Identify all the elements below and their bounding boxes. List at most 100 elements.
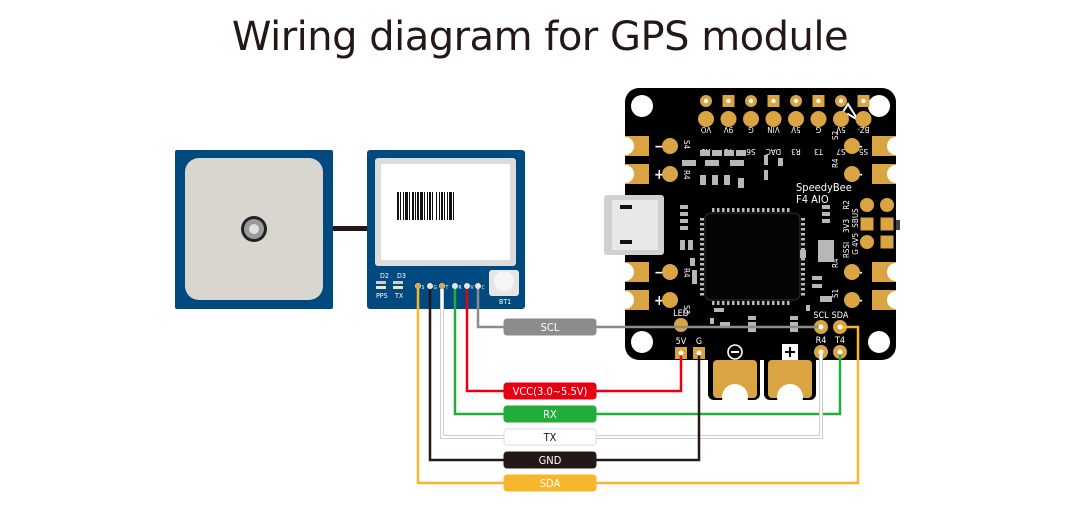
header-pad[interactable] (860, 217, 874, 231)
gps-pin-label: V (471, 285, 475, 291)
pad-led[interactable] (674, 318, 688, 332)
wire-label-box (503, 474, 597, 492)
top-pad[interactable] (833, 111, 849, 127)
top-pad-label: DAC (766, 147, 781, 156)
pad-label: 5V (676, 337, 687, 347)
brand-label: SpeedyBee (796, 181, 852, 194)
gps-pin-label: S (422, 285, 425, 291)
led-d2-label: D2 (380, 272, 389, 280)
pad-label: T4 (834, 336, 845, 346)
top-pad-label: 9V (724, 125, 734, 134)
smd-component (680, 205, 688, 209)
smd-component (712, 175, 718, 185)
signal-pad[interactable] (662, 264, 678, 280)
left-pad-label: S4 (682, 140, 691, 150)
top-pad[interactable] (810, 111, 827, 127)
signal-pad[interactable] (844, 264, 860, 280)
signal-pad[interactable] (662, 138, 678, 154)
right-pad-label: S1 (831, 289, 840, 298)
header-pad[interactable] (880, 217, 894, 231)
wire-label-box (503, 405, 597, 423)
gps-pin-G[interactable] (426, 282, 434, 290)
left-pad-label: R4 (682, 268, 691, 278)
top-pad-label: S5 (859, 147, 868, 156)
wire-label-box (503, 451, 597, 469)
wire-label: SCL (541, 321, 560, 334)
header-pad[interactable] (860, 235, 874, 249)
smd-component (822, 219, 830, 223)
smd-component (720, 322, 730, 326)
led-d2 (376, 281, 386, 284)
smd-component (724, 175, 730, 185)
smd-component (680, 226, 688, 230)
wire-tx (441, 289, 822, 438)
top-pad[interactable] (765, 111, 782, 127)
pad-label: SDA (832, 311, 849, 321)
top-pad-label: 5V (836, 125, 846, 134)
motor-polarity: + (654, 293, 665, 309)
smd-component (730, 160, 744, 166)
smd-component (712, 150, 722, 156)
usb-port[interactable] (604, 195, 664, 255)
top-pad[interactable] (743, 111, 759, 127)
signal-pad[interactable] (662, 166, 678, 182)
smd-component (820, 296, 832, 302)
top-pad-label: G (816, 125, 822, 134)
header-pad-label: SBUS (851, 208, 860, 228)
header-pad[interactable] (880, 198, 894, 212)
gps-pin-S[interactable] (414, 282, 422, 290)
smd-component (700, 150, 710, 156)
signal-pad[interactable] (844, 292, 860, 308)
smd-component (800, 250, 806, 258)
header-pad-label: R2 (842, 200, 851, 210)
smd-component (705, 160, 719, 166)
smd-component (690, 258, 695, 266)
gps-pin-C[interactable] (474, 282, 482, 290)
top-pad[interactable] (855, 111, 872, 127)
header-pad-label: G (851, 249, 860, 255)
top-pad[interactable] (698, 111, 714, 127)
left-pad-label: R4 (682, 170, 691, 180)
wires (416, 289, 860, 485)
smd-component (812, 276, 822, 280)
smd-component (778, 158, 783, 166)
wire-sda (416, 289, 860, 485)
top-pad-label: 5V (791, 125, 801, 134)
gps-pin-V[interactable] (463, 282, 471, 290)
wire-label: SDA (540, 477, 561, 490)
gps-pin-label: G (434, 285, 438, 291)
top-pad[interactable] (788, 111, 804, 127)
signal-pad[interactable] (662, 292, 678, 308)
top-pad[interactable] (720, 111, 737, 127)
wire-scl (476, 289, 821, 329)
led-d3 (393, 281, 403, 284)
gps-pin-T[interactable] (438, 282, 446, 290)
smd-component (764, 170, 768, 180)
wire-label: VCC(3.0~5.5V) (513, 385, 588, 398)
mounting-hole (631, 331, 653, 353)
signal-pad[interactable] (844, 138, 860, 154)
wire-label-box (503, 318, 597, 336)
smd-component (748, 322, 756, 326)
wire-label-box (503, 428, 597, 446)
smd-component (806, 305, 810, 311)
smd-component (688, 240, 693, 250)
gps-pin-R[interactable] (451, 282, 459, 290)
led-d3-label: D3 (397, 272, 406, 280)
header-pad[interactable] (860, 198, 874, 212)
signal-pad[interactable] (844, 166, 860, 182)
antenna-cable (333, 226, 368, 231)
top-pad-label: VIN (767, 125, 779, 134)
pad-label: R4 (816, 336, 827, 346)
top-pad-label: S7 (836, 147, 845, 156)
top-pad-label: T3 (814, 147, 824, 156)
diagram-title: Wiring diagram for GPS module (231, 14, 849, 60)
header-pad[interactable] (880, 235, 894, 249)
left-pad-label: S3 (682, 305, 691, 314)
smd-component (680, 219, 688, 223)
smd-component (822, 205, 830, 209)
smd-component (790, 322, 798, 326)
mounting-hole (868, 331, 890, 353)
